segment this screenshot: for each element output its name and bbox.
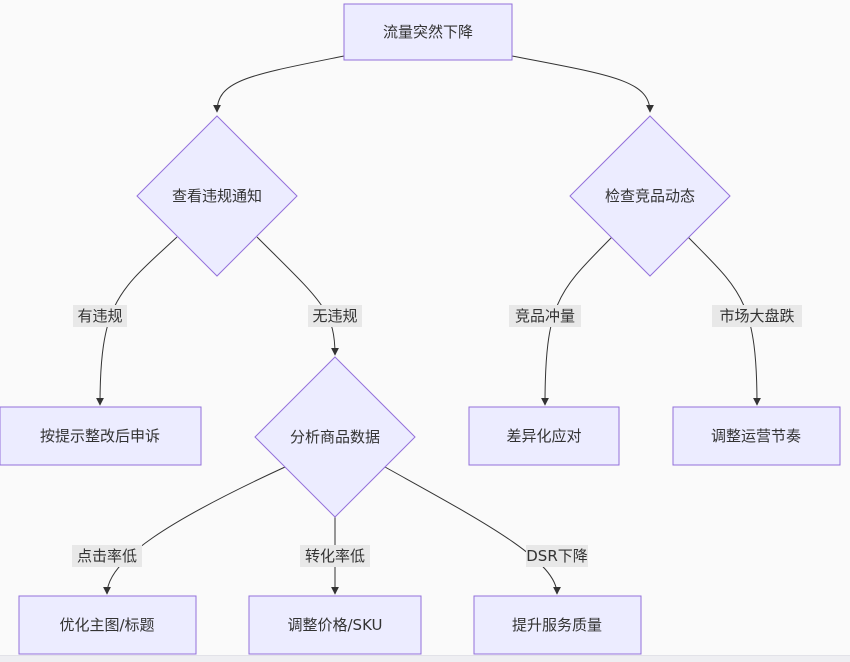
edge-violation-to-analyze [256, 236, 339, 356]
node-adjust-pace-label: 调整运营节奏 [711, 427, 801, 445]
node-improve-service[interactable]: 提升服务质量 [473, 595, 642, 655]
node-differentiate-label: 差异化应对 [506, 427, 581, 445]
node-root-label: 流量突然下降 [383, 23, 473, 41]
edge-label-market-drop: 市场大盘跌 [719, 307, 794, 325]
edge-label-has-violation: 有违规 [77, 307, 122, 325]
node-improve-service-label: 提升服务质量 [512, 616, 602, 634]
edge-analyze-to-image [103, 466, 286, 595]
edges [96, 55, 761, 595]
edge-competitor-to-pace [687, 236, 761, 406]
node-adjust-price-label: 调整价格/SKU [288, 616, 383, 634]
edge-competitor-to-differentiate [541, 236, 613, 406]
edge-root-to-competitor [511, 55, 654, 113]
node-optimize-image[interactable]: 优化主图/标题 [18, 595, 197, 655]
node-adjust-pace[interactable]: 调整运营节奏 [672, 406, 841, 466]
edge-labels: 有违规 无违规 竞品冲量 市场大盘跌 点击率低 转化率低 DSR下降 [72, 305, 802, 567]
node-analyze-label: 分析商品数据 [290, 428, 380, 446]
edge-label-no-violation: 无违规 [312, 307, 357, 325]
edge-root-to-violation [213, 55, 345, 113]
node-appeal[interactable]: 按提示整改后申诉 [0, 406, 202, 466]
node-root[interactable]: 流量突然下降 [343, 3, 513, 61]
edge-label-dsr-drop: DSR下降 [526, 547, 588, 565]
bottom-edge-strip [0, 655, 850, 662]
node-optimize-image-label: 优化主图/标题 [59, 616, 154, 634]
nodes: 流量突然下降 查看违规通知 检查竞品动态 按提示整改后申诉 分析商品数据 差异化… [0, 3, 841, 655]
edge-label-competitor-push: 竞品冲量 [515, 307, 575, 325]
node-adjust-price[interactable]: 调整价格/SKU [248, 595, 422, 655]
node-check-competitor-label: 检查竞品动态 [605, 187, 695, 205]
node-differentiate[interactable]: 差异化应对 [468, 406, 620, 466]
node-check-competitor[interactable]: 检查竞品动态 [569, 115, 731, 277]
node-check-violation[interactable]: 查看违规通知 [136, 115, 298, 277]
edge-analyze-to-service [384, 466, 561, 595]
node-check-violation-label: 查看违规通知 [172, 187, 262, 205]
node-analyze[interactable]: 分析商品数据 [254, 356, 416, 518]
edge-violation-to-appeal [96, 236, 178, 406]
edge-label-low-ctr: 点击率低 [77, 547, 137, 565]
edge-label-low-conversion: 转化率低 [305, 547, 365, 565]
node-appeal-label: 按提示整改后申诉 [40, 427, 160, 445]
